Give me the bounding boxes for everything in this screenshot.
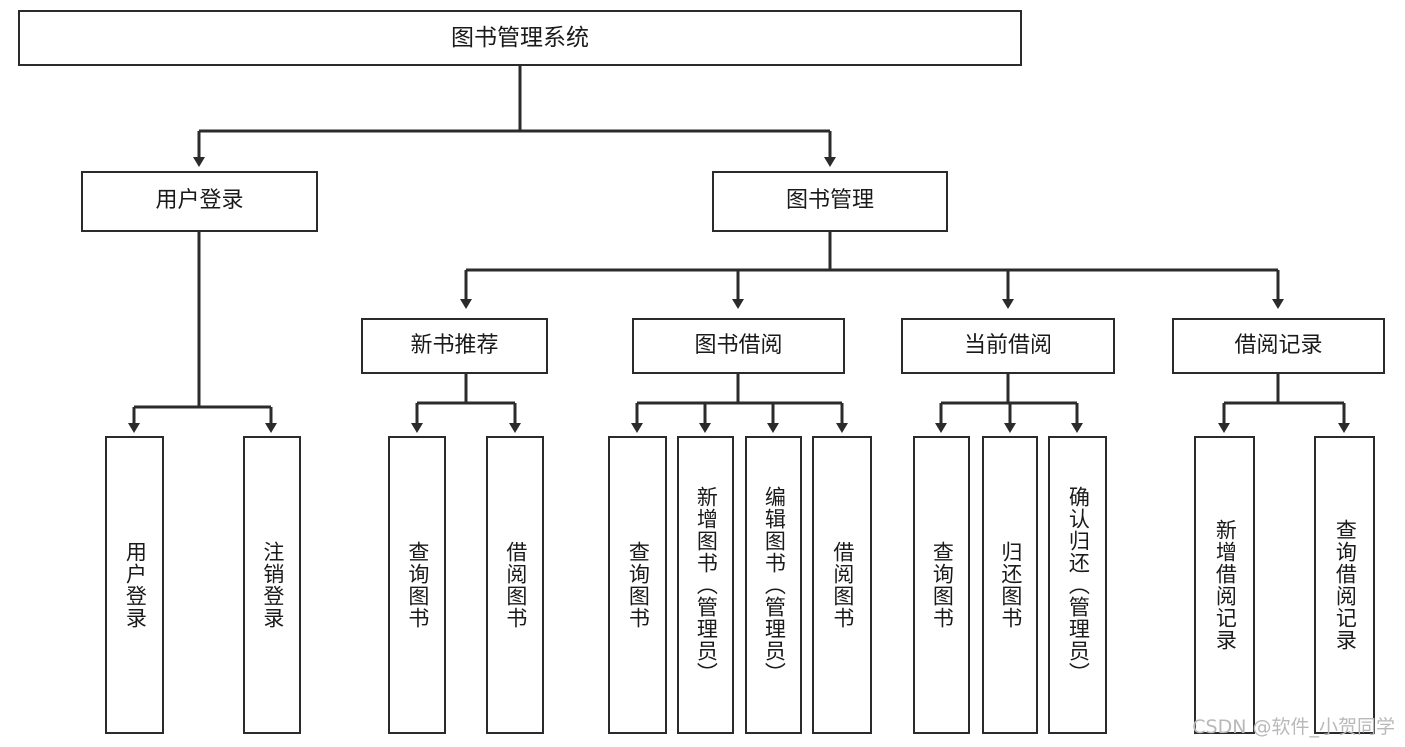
- node-leaf-confirm-return-admin-label: 确认归还（管理员）: [1066, 486, 1091, 684]
- node-leaf-borrow-book-2[interactable]: 借阅图书: [812, 436, 872, 734]
- node-leaf-query-book-1-label: 查询图书: [405, 541, 430, 629]
- node-new-book-recommend[interactable]: 新书推荐: [361, 318, 548, 374]
- node-book-management[interactable]: 图书管理: [712, 171, 948, 232]
- node-leaf-user-login-label: 用户登录: [123, 541, 148, 629]
- node-book-borrow[interactable]: 图书借阅: [632, 318, 845, 374]
- node-leaf-borrow-book-1-label: 借阅图书: [503, 541, 528, 629]
- node-user-login[interactable]: 用户登录: [81, 171, 318, 232]
- node-leaf-query-borrow-record-label: 查询借阅记录: [1333, 519, 1358, 651]
- node-leaf-query-book-2[interactable]: 查询图书: [608, 436, 667, 734]
- node-leaf-confirm-return-admin[interactable]: 确认归还（管理员）: [1048, 436, 1107, 734]
- node-leaf-query-borrow-record[interactable]: 查询借阅记录: [1314, 436, 1375, 734]
- node-leaf-logout[interactable]: 注销登录: [243, 436, 301, 734]
- node-new-book-recommend-label: 新书推荐: [410, 332, 499, 358]
- node-leaf-add-borrow-record-label: 新增借阅记录: [1213, 519, 1238, 651]
- node-leaf-logout-label: 注销登录: [260, 541, 285, 629]
- node-leaf-edit-book-admin-label: 编辑图书（管理员）: [762, 486, 787, 684]
- node-leaf-edit-book-admin[interactable]: 编辑图书（管理员）: [745, 436, 802, 734]
- node-root-label: 图书管理系统: [451, 24, 589, 51]
- node-current-borrow-label: 当前借阅: [963, 332, 1052, 358]
- node-current-borrow[interactable]: 当前借阅: [901, 318, 1115, 374]
- node-user-login-label: 用户登录: [155, 188, 244, 214]
- node-leaf-add-book-admin-label: 新增图书（管理员）: [694, 486, 719, 684]
- node-leaf-borrow-book-1[interactable]: 借阅图书: [486, 436, 544, 734]
- node-leaf-return-book-label: 归还图书: [998, 541, 1023, 629]
- node-leaf-borrow-book-2-label: 借阅图书: [830, 541, 855, 629]
- node-book-borrow-label: 图书借阅: [694, 332, 783, 358]
- node-leaf-query-book-3-label: 查询图书: [930, 541, 955, 629]
- node-book-management-label: 图书管理: [785, 188, 874, 214]
- node-borrow-record[interactable]: 借阅记录: [1172, 318, 1385, 374]
- node-leaf-add-book-admin[interactable]: 新增图书（管理员）: [677, 436, 734, 734]
- node-leaf-add-borrow-record[interactable]: 新增借阅记录: [1194, 436, 1255, 734]
- node-leaf-query-book-2-label: 查询图书: [626, 541, 651, 629]
- node-leaf-query-book-1[interactable]: 查询图书: [388, 436, 446, 734]
- node-leaf-return-book[interactable]: 归还图书: [982, 436, 1038, 734]
- node-root[interactable]: 图书管理系统: [18, 10, 1022, 66]
- node-borrow-record-label: 借阅记录: [1234, 332, 1323, 358]
- node-leaf-query-book-3[interactable]: 查询图书: [913, 436, 970, 734]
- node-leaf-user-login[interactable]: 用户登录: [105, 436, 164, 734]
